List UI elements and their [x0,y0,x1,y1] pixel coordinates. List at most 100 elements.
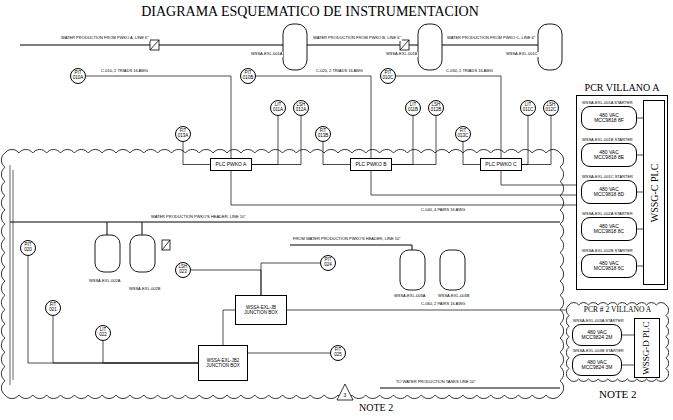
instrument-bubble: LIT022 [95,325,111,341]
plc-cabinet: WSSG-C PLC [643,100,665,285]
signal-cable [248,353,330,354]
instrument-number: 010A [73,76,84,81]
signal-cable [256,76,371,158]
instrument-bubble: FIT013C [455,126,471,142]
instrument-bubble: FIT013A [175,126,191,142]
instrument-bubble: FIT025 [330,345,346,361]
junction-box: WSSA-EXL-JB2 JUNCTION BOX [198,345,248,381]
instrument-number: 022 [99,333,107,338]
annotation-label: C-030, 2 TRIADS 16 AWG [445,69,494,74]
instrument-number: 013C [458,134,469,139]
annotation-label: WSSA-EXL-001B [385,52,418,57]
annotation-label: TO WATER PRODUCTION TANKS LINE 10" [395,380,477,385]
instrument-number: 021 [49,308,57,313]
annotation-label: C-010, 2 TRIADS 16 AWG [100,69,149,74]
room-heading: PCR # 2 VILLANO A [566,306,669,315]
signal-cable [53,316,198,363]
signal-cable [252,116,301,165]
instrument-number: 013A [178,134,189,139]
diagram-title: DIAGRAMA ESQUEMATICO DE INSTRUMENTACION [110,4,510,20]
annotation-label: WATER PRODUCTION FROM PWKO A, LINE 6" [60,36,150,41]
box-label: WSSA-EXL-JB JUNCTION BOX [238,305,284,315]
signal-cable [287,310,566,311]
revision-triangle [337,384,353,400]
starter-rating: 480 VAC MCC9824 2M [580,330,614,341]
starter-tag: WSSA-EXL-001C STARTER [582,175,633,179]
box-label: WSSG-C PLC [649,163,660,222]
signal-cable [183,142,210,165]
tank-symbol [95,235,120,272]
instrument-number: 012A [296,108,307,113]
annotation-label: FROM WATER PRODUCTION PWKO'S HEADER, LIN… [292,237,402,242]
revision-number: 3 [344,393,347,398]
instrument-number: 011A [273,108,283,113]
starter-rating: 480 VAC MCC9818 8E [592,150,626,161]
starter-rating: 480 VAC MCC9818 6C [592,261,626,272]
annotation-label: WSSA-EXL-002B [128,287,161,292]
junction-box: WSSA-EXL-JB JUNCTION BOX [235,295,287,325]
instrument-bubble: LIT011A [270,100,286,116]
instrument-bubble: PIT020 [20,240,36,256]
motor-starter: WSSA-EXL-002B STARTER480 VAC MCC9818 6C [581,254,637,278]
starter-rating: 480 VAC MCC9818 8D [592,187,626,198]
starter-tag: WSSA-EXL-002B STARTER [582,249,633,253]
instrument-bubble: LSH012C [543,100,559,116]
instrument-bubble: LIT011C [520,100,536,116]
valve-symbol [150,40,409,250]
water-line [20,45,538,46]
box-label: WSSG-D PLC [642,321,652,374]
starter-tag: WSSA-EXL-003A STARTER [573,319,624,323]
plc-box: PLC PWKO A [210,158,252,171]
motor-starter: WSSA-EXL-002A STARTER480 VAC MCC9818 8C [581,217,637,241]
annotation-label: WSSA-EXL-001C [505,52,539,57]
motor-starter: WSSA-EXL-001C STARTER480 VAC MCC9818 8D [581,180,637,204]
signal-cable [501,171,576,185]
instrument-bubble: LSH012A [293,100,309,116]
signal-cable [371,171,576,195]
room-heading: PCR VILLANO A [577,82,667,94]
annotation-label: WSSA-EXL-002A [88,279,121,284]
note-label: NOTE 2 [358,402,394,414]
signal-cable [392,116,413,165]
instrument-bubble: LIT011B [405,100,421,116]
signal-cable [522,116,528,165]
signal-cable [396,76,501,158]
cable-bundle [10,165,13,385]
starter-tag: WSSA-EXL-003B STARTER [573,349,624,353]
tank-symbol [538,24,562,70]
instrument-bubble: PIT024 [320,255,336,271]
control-room-cloud: PCR # 2 VILLANO A WSSA-EXL-003A STARTER 48… [566,302,669,382]
instrument-bubble: LSH023 [175,262,191,278]
annotation-label: C-020, 2 TRIADS 16 AWG [315,69,364,74]
annotation-label: WSSA-EXL-003B [437,294,470,299]
starter-tag: WSSA-EXL-001B STARTER [582,138,633,142]
plc-box: PLC PWKO B [350,158,392,171]
box-label: PLC PWKO A [216,162,247,168]
annotation-label: C-040, 4 PAIRS 16 AWG [420,208,466,213]
starter-rating: 480 VAC MCC9818 8F [592,113,626,124]
starter-rating: 480 VAC MCC9818 8C [592,224,626,235]
signal-cable [622,335,634,336]
instrument-number: 023 [179,270,187,275]
signal-cable [261,263,320,295]
instrument-bubble: PIT010A [70,68,86,84]
signal-cable [86,76,231,158]
annotation-label: C-060, 2 PAIRS 16 AWG [420,302,466,307]
signal-cable [231,171,576,205]
signal-cable [103,341,198,363]
annotation-label: WSSA-EXL-003A [393,294,426,299]
box-label: WSSA-EXL-JB2 JUNCTION BOX [201,358,245,368]
signal-cable [522,116,551,165]
box-label: PLC PWKO C [485,162,516,168]
instrument-number: 010C [383,76,394,81]
tank-symbol [283,24,307,70]
instrument-bubble: PIT010C [380,68,396,84]
signal-cable [223,310,235,345]
signal-cable [622,365,634,366]
starter-tag: WSSA-EXL-002A STARTER [582,212,633,216]
signal-cable [323,142,350,165]
cloud-outline [566,303,668,382]
instrument-number: 020 [24,248,32,253]
